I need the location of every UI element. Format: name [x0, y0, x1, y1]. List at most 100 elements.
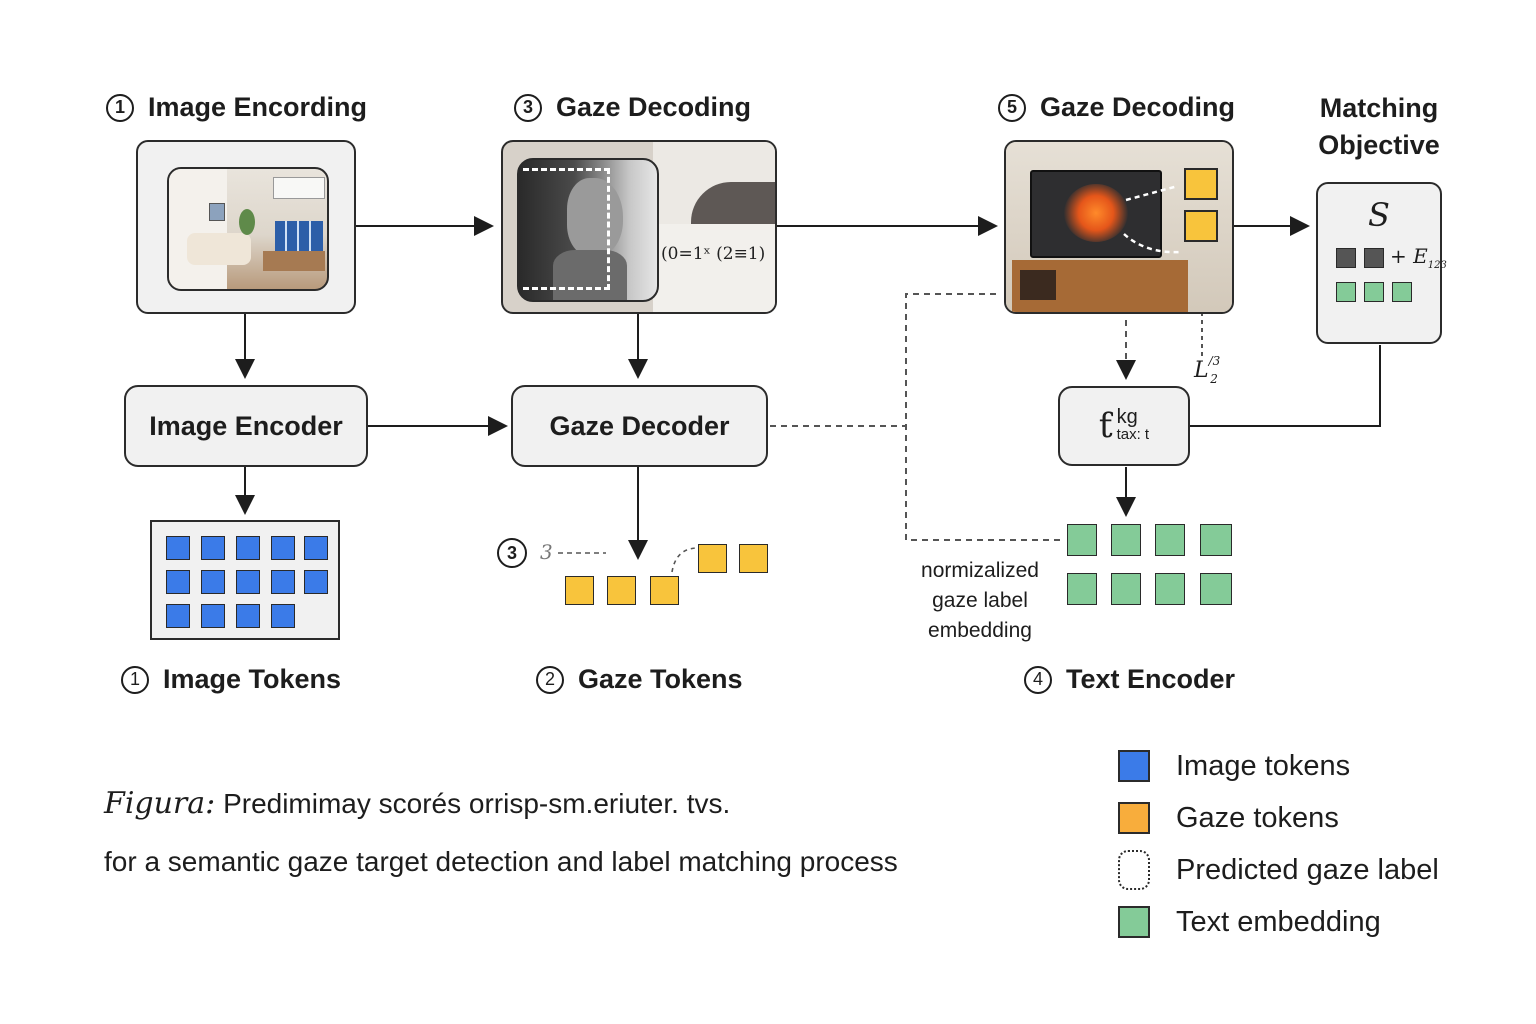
- legend-label: Text embedding: [1176, 905, 1381, 938]
- legend-item: Predicted gaze label: [1118, 844, 1439, 896]
- image-token: [271, 536, 295, 560]
- figure-caption-line2: for a semantic gaze target detection and…: [104, 846, 898, 877]
- legend-item: Image tokens: [1118, 740, 1439, 792]
- legend-swatch-green: [1118, 906, 1150, 938]
- gaze-token: [1184, 168, 1218, 200]
- gaze-token: [607, 576, 636, 605]
- legend-label: Gaze tokens: [1176, 801, 1339, 834]
- title-gaze-tokens: 2 Gaze Tokens: [536, 664, 743, 695]
- text-embedding-token: [1067, 573, 1097, 605]
- legend-swatch-blue: [1118, 750, 1150, 782]
- loss-sup: /3: [1208, 354, 1221, 368]
- gaze-side-label: 3: [540, 540, 553, 564]
- title-text: Gaze Tokens: [578, 664, 743, 694]
- figure-caption-line1: Figura: Predimimay scorés orrisp-sm.eriu…: [104, 786, 730, 821]
- image-token: [304, 536, 328, 560]
- gaze-target-panel: [1004, 140, 1234, 314]
- title-gaze-decoding-a: 3 Gaze Decoding: [514, 92, 751, 123]
- matching-formula-sub: 123: [1427, 260, 1447, 271]
- image-token: [271, 604, 295, 628]
- image-encoder-module: Image Encoder: [124, 385, 368, 467]
- legend-item: Gaze tokens: [1118, 792, 1439, 844]
- normalized-line: normizalized: [921, 559, 1039, 582]
- legend-swatch-orange: [1118, 802, 1150, 834]
- legend-swatch-dotted: [1118, 850, 1150, 890]
- matched-text-token: [1336, 282, 1356, 302]
- image-token: [166, 536, 190, 560]
- text-embedding-token: [1155, 573, 1185, 605]
- gaze-token: [1184, 210, 1218, 242]
- image-panel: [136, 140, 356, 314]
- text-encoder-module: ƭ kg tax: t: [1058, 386, 1190, 466]
- text-embedding-token: [1111, 573, 1141, 605]
- gaze-lines: [1123, 184, 1183, 254]
- gaze-token: [650, 576, 679, 605]
- step-number: 1: [121, 665, 149, 694]
- text-embedding-token: [1155, 524, 1185, 556]
- gaze-step-number: 3: [497, 538, 527, 568]
- step-number: 4: [1024, 665, 1052, 694]
- matching-formula-main: + E: [1390, 244, 1428, 268]
- gaze-face-panel: (0=1ˣ (2≡1): [501, 140, 777, 314]
- title-text: Gaze Decoding: [556, 92, 752, 122]
- step-number: 5: [998, 93, 1026, 122]
- image-token: [166, 570, 190, 594]
- image-tokens-grid: [150, 520, 340, 640]
- image-token: [236, 604, 260, 628]
- image-token: [201, 570, 225, 594]
- image-token: [304, 570, 328, 594]
- gaze-token: [698, 544, 727, 573]
- normalized-line: embedding: [928, 619, 1032, 642]
- loss-label: L/3 2: [1194, 354, 1228, 386]
- title-image-tokens: 1 Image Tokens: [121, 664, 341, 695]
- title-text: Text Encoder: [1066, 664, 1236, 694]
- text-embedding-token: [1200, 524, 1232, 556]
- step-number: 1: [106, 93, 134, 122]
- similarity-symbol: S: [1368, 196, 1390, 234]
- image-token: [166, 604, 190, 628]
- image-token: [236, 536, 260, 560]
- title-matching-objective: Matching Objective: [1318, 93, 1440, 160]
- legend-label: Image tokens: [1176, 749, 1351, 782]
- loss-sub: 2: [1210, 372, 1218, 386]
- text-encoder-glyph: kg: [1116, 406, 1138, 428]
- matched-token: [1336, 248, 1356, 268]
- tv-screen: [1030, 170, 1162, 258]
- step-number: 3: [514, 93, 542, 122]
- legend: Image tokens Gaze tokens Predicted gaze …: [1118, 740, 1439, 948]
- normalized-gaze-label: normizalized gaze label embedding: [910, 556, 1050, 646]
- title-text-encoder: 4 Text Encoder: [1024, 664, 1235, 695]
- matched-text-token: [1364, 282, 1384, 302]
- matched-text-token: [1392, 282, 1412, 302]
- title-text: Image Encording: [148, 92, 368, 122]
- matching-panel: S + E123: [1316, 182, 1447, 344]
- title-text: Gaze Decoding: [1040, 92, 1236, 122]
- caption-text: Predimimay scorés orrisp-sm.eriuter. tvs…: [223, 788, 731, 819]
- title-text: Image Tokens: [163, 664, 342, 694]
- normalized-line: gaze label: [932, 589, 1028, 612]
- face-photo: [517, 158, 659, 302]
- gaze-token: [565, 576, 594, 605]
- title-gaze-decoding-b: 5 Gaze Decoding: [998, 92, 1235, 123]
- text-embedding-token: [1111, 524, 1141, 556]
- matched-token: [1364, 248, 1384, 268]
- legend-label: Predicted gaze label: [1176, 853, 1439, 886]
- legend-item: Text embedding: [1118, 896, 1439, 948]
- text-encoder-sub: tax: t: [1116, 426, 1150, 443]
- gaze-decoder-module: Gaze Decoder: [511, 385, 768, 467]
- gaze-formula: (0=1ˣ (2≡1): [661, 244, 766, 264]
- title-image-encoding: 1 Image Encording: [106, 92, 367, 123]
- image-token: [201, 604, 225, 628]
- loss-main: L: [1194, 358, 1209, 383]
- image-token: [271, 570, 295, 594]
- step-number: 2: [536, 665, 564, 694]
- matching-formula: + E123: [1390, 244, 1447, 271]
- text-embedding-token: [1067, 524, 1097, 556]
- caption-prefix: Figura:: [104, 786, 216, 821]
- image-token: [201, 536, 225, 560]
- gaze-token: [739, 544, 768, 573]
- text-embedding-token: [1200, 573, 1232, 605]
- text-encoder-icon: ƭ: [1098, 406, 1113, 446]
- image-token: [236, 570, 260, 594]
